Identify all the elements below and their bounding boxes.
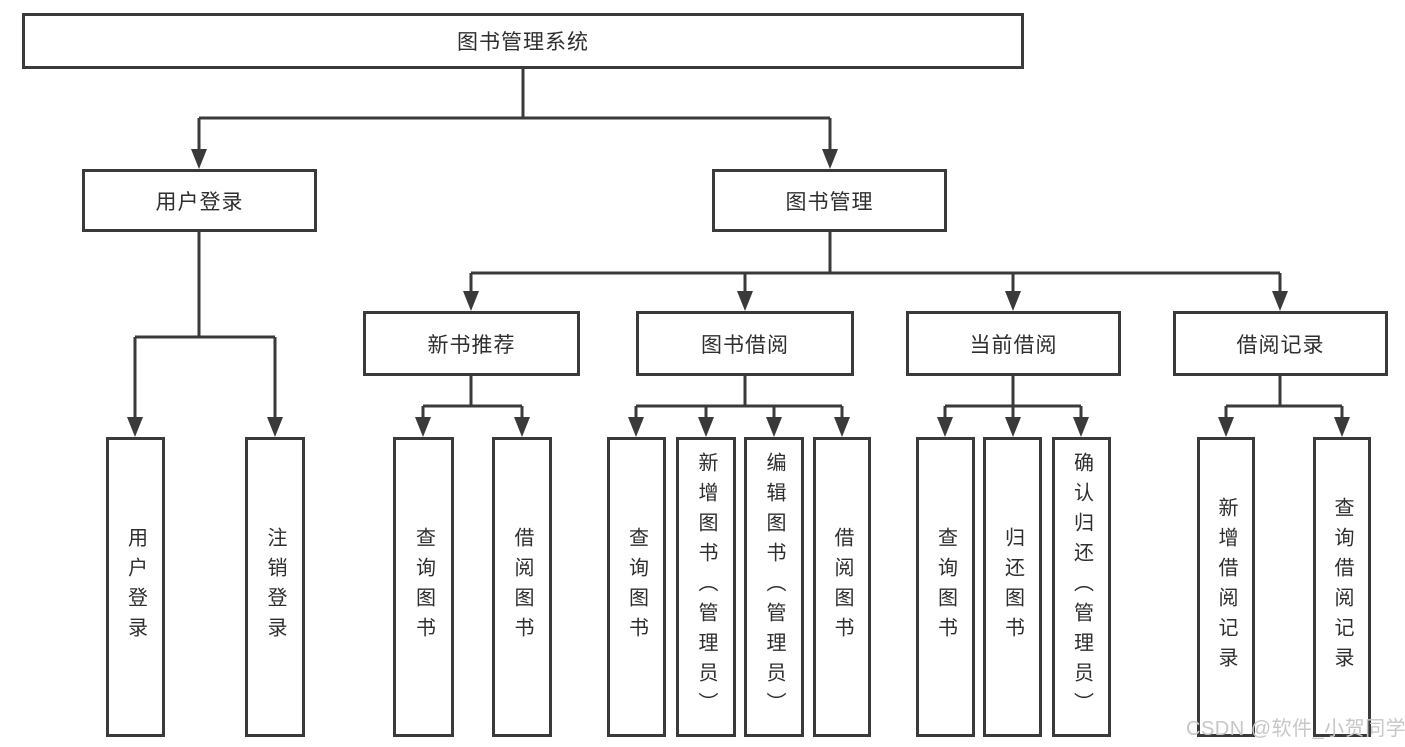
connector-new-book-recommendation-to-leaves xyxy=(415,376,530,437)
arrowhead xyxy=(628,417,644,437)
node-borrowing-records: 借阅记录 xyxy=(1173,311,1388,376)
connector-borrowing-records-to-leaves xyxy=(1218,376,1350,437)
leaf-borrow-books-recommend: 借阅图书 xyxy=(492,437,552,737)
leaf-query-books-recommend: 查询图书 xyxy=(393,437,454,737)
arrowhead xyxy=(267,417,283,437)
node-current-borrowing: 当前借阅 xyxy=(906,311,1121,376)
arrowhead xyxy=(415,417,431,437)
node-label: 用户登录 xyxy=(155,190,244,214)
arrowhead xyxy=(737,291,753,311)
connector-current-borrowing-to-leaves xyxy=(937,376,1089,437)
leaf-logout: 注销登录 xyxy=(245,437,305,737)
node-library-system: 图书管理系统 xyxy=(22,13,1024,69)
connector-user-login-to-leaves xyxy=(127,232,283,437)
node-user-login: 用户登录 xyxy=(82,169,317,232)
connector-root-to-level2 xyxy=(191,69,838,169)
leaf-query-books-current: 查询图书 xyxy=(916,437,975,737)
node-label: 借阅记录 xyxy=(1236,333,1325,357)
node-book-management: 图书管理 xyxy=(712,169,947,232)
arrowhead xyxy=(1005,417,1021,437)
node-label: 查询图书 xyxy=(625,527,648,647)
leaf-add-borrow-record: 新增借阅记录 xyxy=(1197,437,1255,737)
node-label: 当前借阅 xyxy=(969,333,1058,357)
arrowhead xyxy=(822,149,838,169)
leaf-user-login: 用户登录 xyxy=(106,437,165,737)
arrowhead xyxy=(766,417,782,437)
leaf-add-books-admin: 新增图书（管理员） xyxy=(676,437,736,737)
arrowhead xyxy=(514,417,530,437)
arrowhead xyxy=(127,417,143,437)
node-label: 确认归还（管理员） xyxy=(1070,452,1093,722)
connector-book-borrowing-to-leaves xyxy=(628,376,850,437)
watermark: CSDN @软件_小贺同学 xyxy=(1186,718,1405,740)
node-label: 图书借阅 xyxy=(701,333,789,357)
arrowhead xyxy=(191,149,207,169)
node-label: 新书推荐 xyxy=(427,333,516,357)
node-book-borrowing: 图书借阅 xyxy=(636,311,854,376)
node-label: 新增图书（管理员） xyxy=(695,452,717,722)
arrowhead xyxy=(1005,291,1021,311)
node-label: 借阅图书 xyxy=(511,527,533,647)
leaf-query-borrow-record: 查询借阅记录 xyxy=(1313,437,1371,737)
arrowhead xyxy=(1334,417,1350,437)
node-label: 归还图书 xyxy=(1001,527,1024,647)
node-label: 查询借阅记录 xyxy=(1331,497,1353,677)
arrowhead xyxy=(1272,291,1288,311)
node-label: 用户登录 xyxy=(124,527,147,647)
node-label: 查询图书 xyxy=(934,527,957,647)
arrowhead xyxy=(1073,417,1089,437)
leaf-borrow-books: 借阅图书 xyxy=(813,437,871,737)
leaf-confirm-return-admin: 确认归还（管理员） xyxy=(1052,437,1111,737)
node-label: 借阅图书 xyxy=(831,527,853,647)
node-label: 注销登录 xyxy=(264,527,286,647)
arrowhead xyxy=(463,291,479,311)
arrowhead xyxy=(834,417,850,437)
node-label: 编辑图书（管理员） xyxy=(763,452,785,722)
node-label: 新增借阅记录 xyxy=(1215,497,1237,677)
arrowhead xyxy=(1218,417,1234,437)
leaf-edit-books-admin: 编辑图书（管理员） xyxy=(744,437,804,737)
node-label: 查询图书 xyxy=(412,527,435,647)
arrowhead xyxy=(937,417,953,437)
arrowhead xyxy=(698,417,714,437)
leaf-return-books: 归还图书 xyxy=(983,437,1042,737)
connector-book-management-to-level3 xyxy=(463,232,1288,311)
node-new-book-recommendation: 新书推荐 xyxy=(363,311,580,376)
leaf-query-books-borrow: 查询图书 xyxy=(607,437,666,737)
node-label: 图书管理系统 xyxy=(457,31,589,54)
node-label: 图书管理 xyxy=(785,190,874,214)
